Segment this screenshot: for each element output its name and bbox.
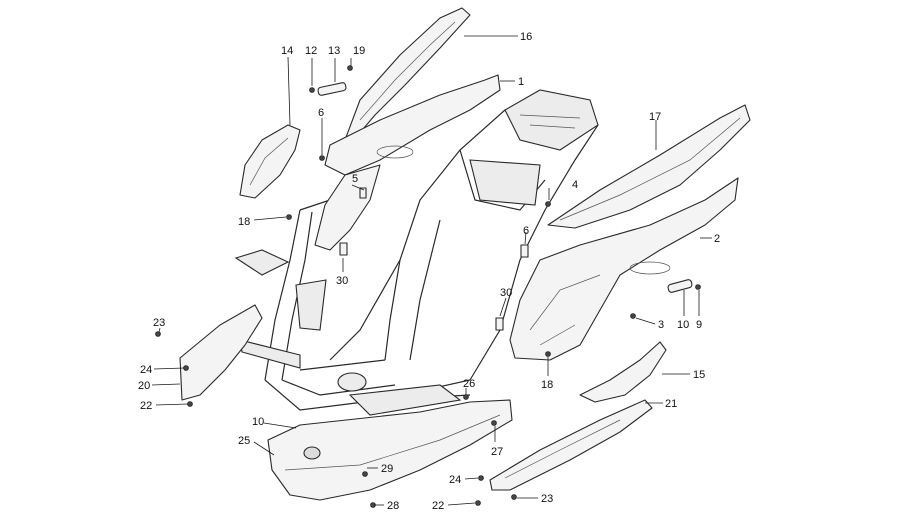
callout-22-right: 22	[432, 500, 444, 512]
part-21-floor-side	[489, 399, 653, 491]
callout-14: 14	[281, 45, 293, 57]
callout-20: 20	[138, 380, 150, 392]
part-16-cover	[344, 7, 471, 143]
callout-10-right: 10	[677, 319, 689, 331]
callout-23-right: 23	[541, 493, 553, 505]
callout-5: 5	[352, 173, 358, 185]
callout-1: 1	[518, 76, 524, 88]
callout-2: 2	[714, 233, 720, 245]
part-5-panel	[314, 164, 381, 251]
callout-28: 28	[387, 500, 399, 512]
callout-13: 13	[328, 45, 340, 57]
callout-4: 4	[572, 179, 578, 191]
leader-lines	[151, 35, 712, 506]
callout-30-right: 30	[500, 287, 512, 299]
callout-17: 17	[649, 111, 661, 123]
callout-30-left: 30	[336, 275, 348, 287]
callout-24-left: 24	[140, 364, 152, 376]
callout-25: 25	[238, 435, 250, 447]
callout-15: 15	[693, 369, 705, 381]
callout-18-right: 18	[541, 379, 553, 391]
callout-3: 3	[658, 319, 664, 331]
frame	[234, 89, 599, 416]
part-20-floor-side	[179, 304, 263, 401]
part-25-under-tray	[267, 399, 513, 501]
part-15-strip	[579, 341, 667, 403]
callout-16: 16	[520, 31, 532, 43]
callout-10-left: 10	[252, 416, 264, 428]
part-1-cover	[324, 74, 501, 176]
callout-26: 26	[463, 378, 475, 390]
part-17-side-cover	[547, 104, 751, 229]
callout-19: 19	[353, 45, 365, 57]
hardware	[155, 65, 701, 508]
callout-22-left: 22	[140, 400, 152, 412]
callout-24-right: 24	[449, 474, 461, 486]
callout-23-left: 23	[153, 317, 165, 329]
callout-18-left: 18	[238, 216, 250, 228]
callout-9: 9	[696, 319, 702, 331]
callout-6-left: 6	[318, 107, 324, 119]
callout-6-right: 6	[523, 225, 529, 237]
callout-labels: 16 1 14 12 13 19 6 5 18 30 4 17 6 2 30 3…	[138, 31, 720, 512]
callout-12: 12	[305, 45, 317, 57]
part-2-side-cover	[509, 177, 739, 361]
part-14-shield	[239, 124, 301, 199]
callout-21: 21	[665, 398, 677, 410]
callout-27: 27	[491, 446, 503, 458]
callout-29: 29	[381, 463, 393, 475]
